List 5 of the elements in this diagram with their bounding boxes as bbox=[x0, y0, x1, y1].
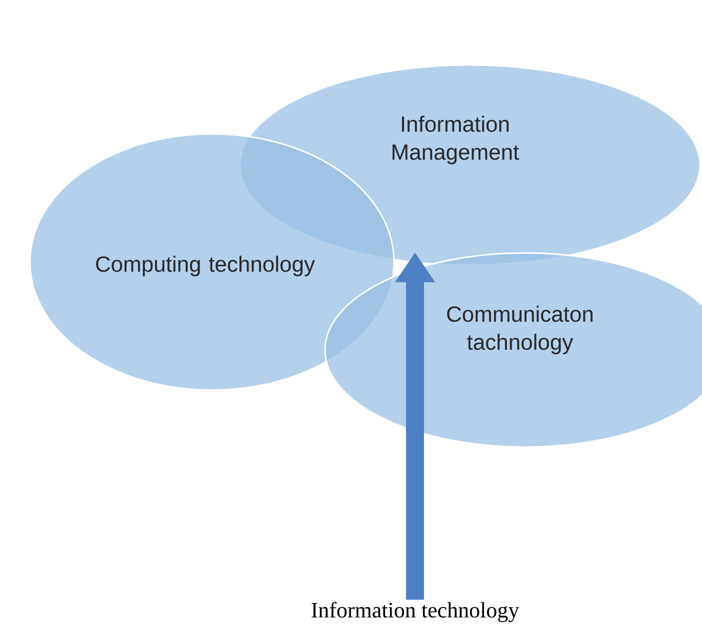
caption-text: Information technology bbox=[312, 602, 520, 622]
ellipse bbox=[324, 252, 702, 448]
ellipse-label: Communicaton tachnology bbox=[447, 306, 593, 354]
ellipse-label: Information Management bbox=[392, 116, 520, 164]
ellipse-label: Computing technology bbox=[96, 256, 315, 276]
